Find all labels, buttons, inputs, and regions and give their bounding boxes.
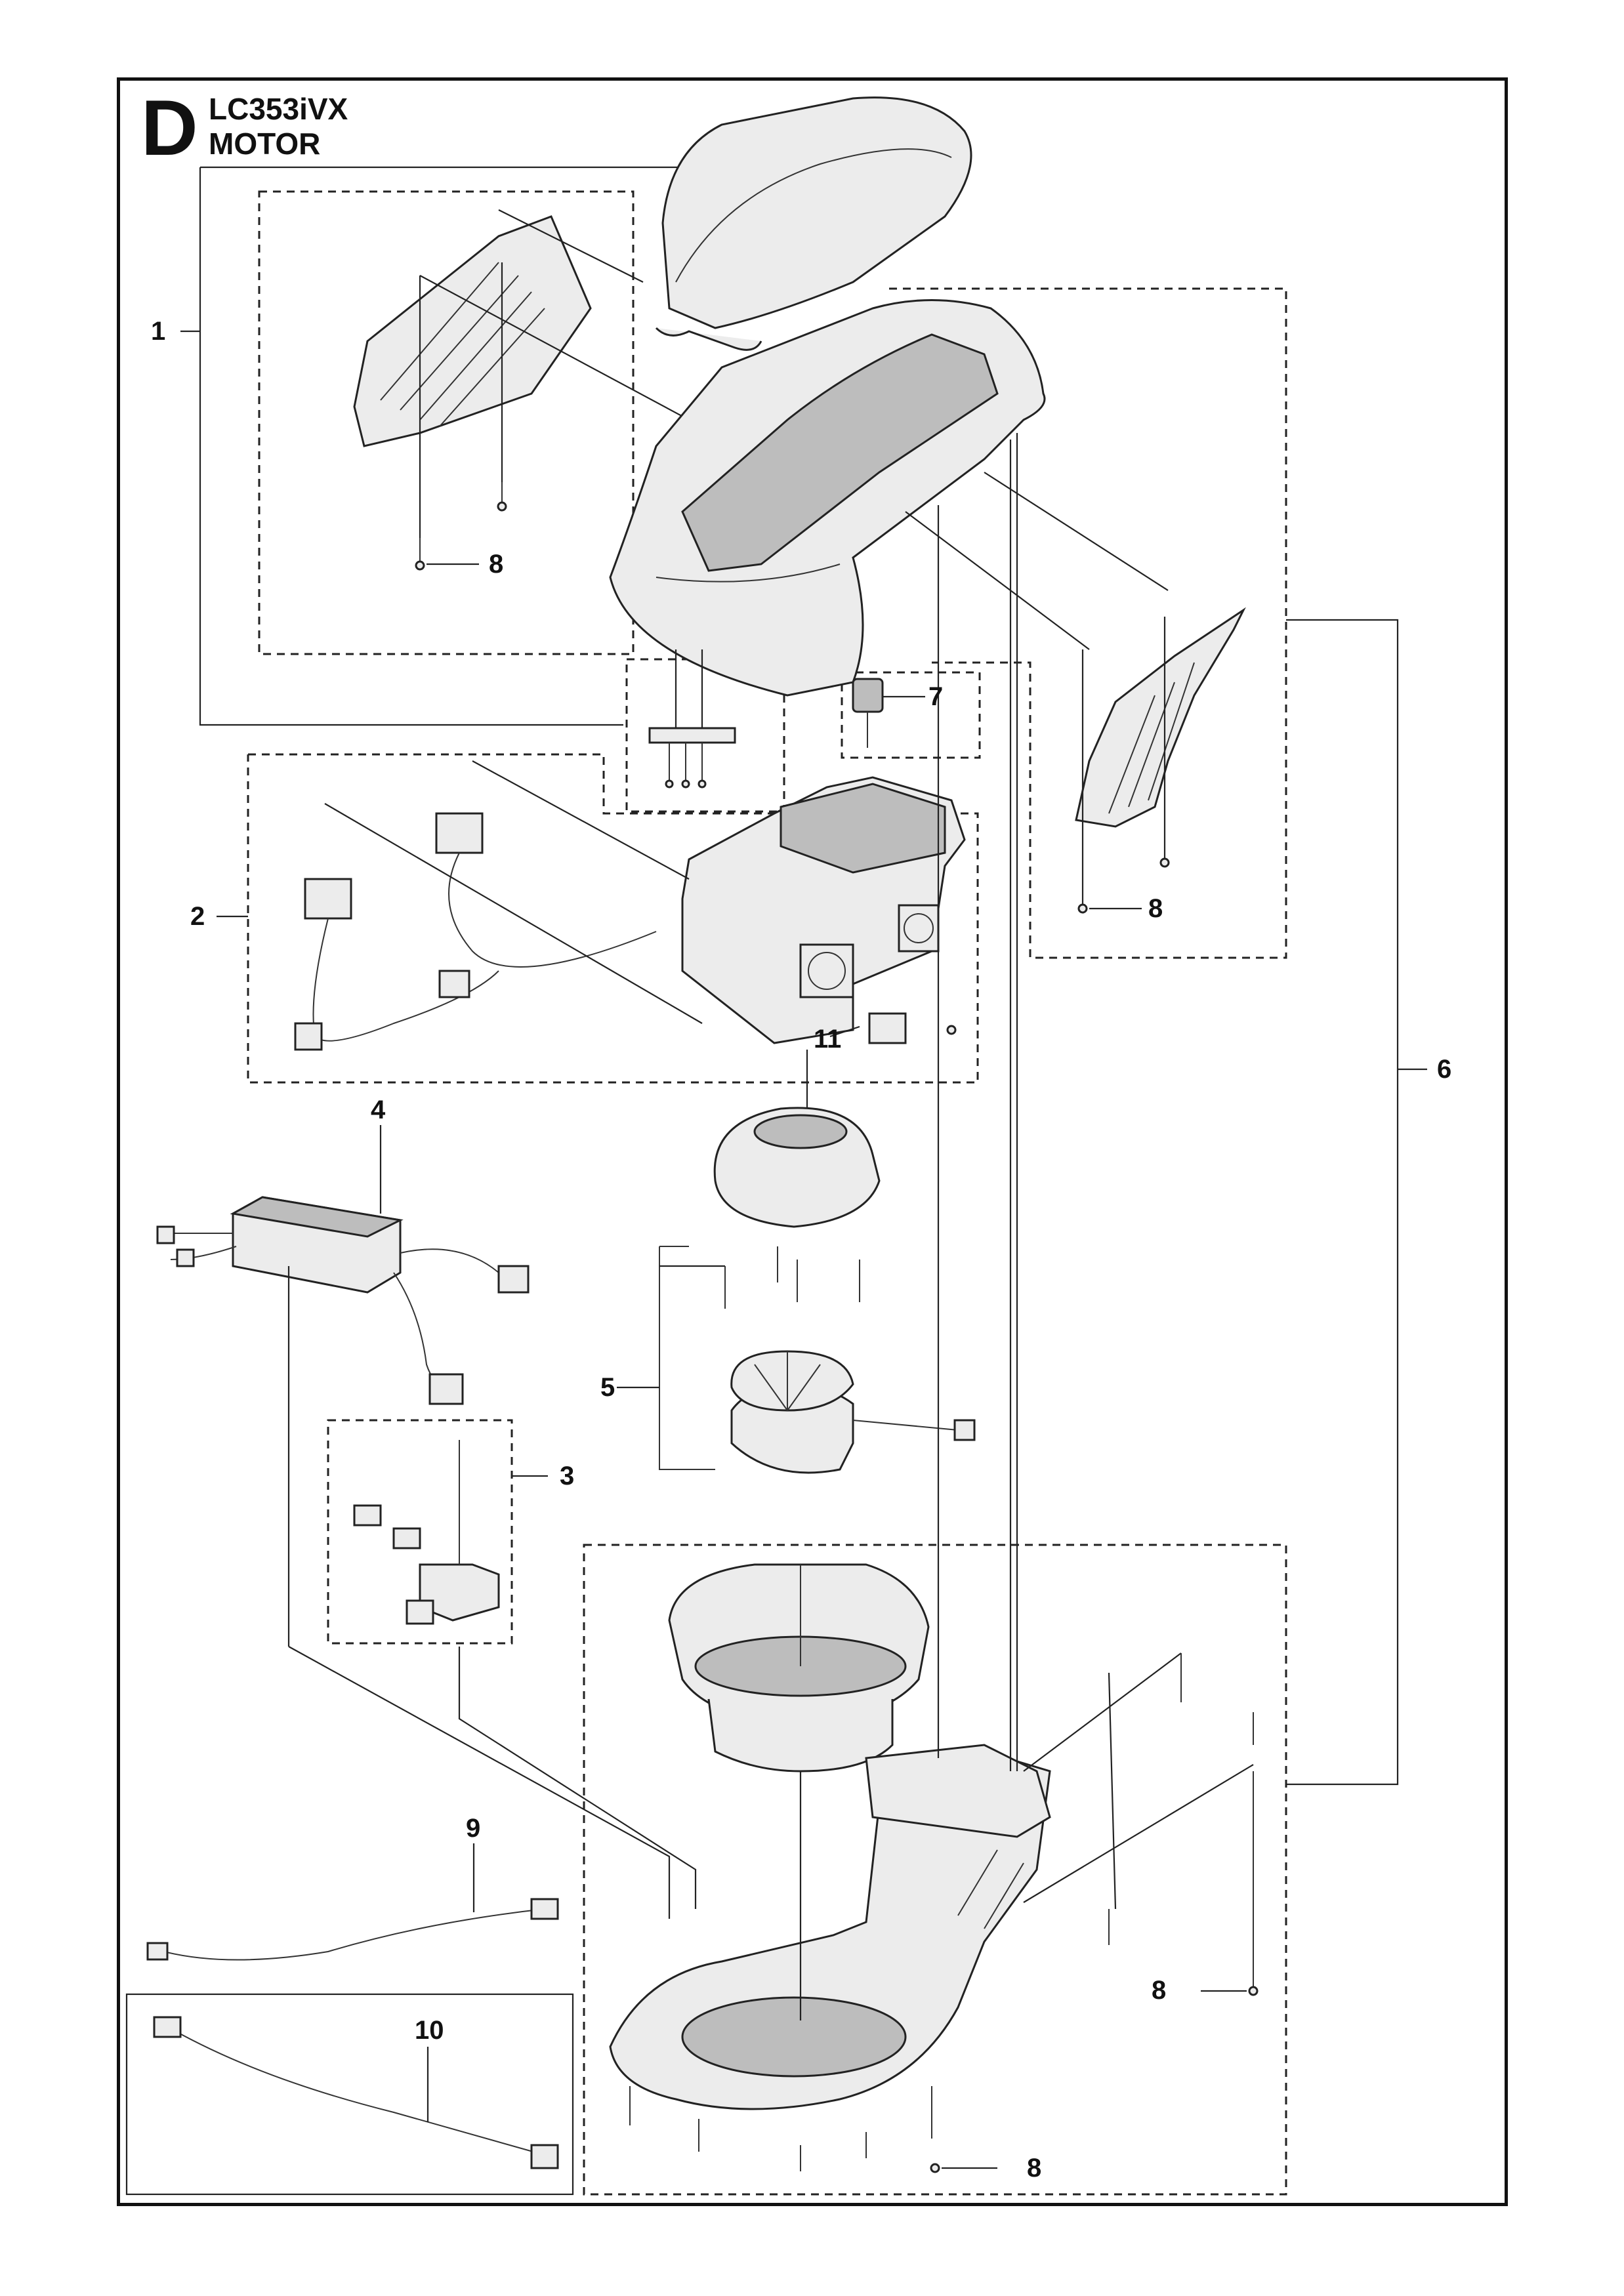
assembly-guide-lines	[799, 433, 1254, 2020]
group-box-10	[125, 1993, 574, 2196]
side-cover-left	[353, 209, 690, 571]
electronics-housing	[681, 776, 966, 1044]
controller-box	[156, 1125, 671, 1919]
clip-parts	[648, 649, 736, 789]
top-housing	[609, 299, 1046, 697]
group-box-2	[217, 753, 979, 1084]
callout-8-top-left: 8	[489, 550, 503, 579]
callout-5: 5	[600, 1373, 615, 1402]
group-name: MOTOR	[209, 127, 321, 161]
callout-7: 7	[928, 682, 943, 711]
section-letter: D	[141, 84, 198, 172]
callout-11: 11	[814, 1025, 841, 1054]
callout-2: 2	[190, 902, 205, 931]
diagram-frame	[117, 77, 1508, 2206]
group-box-1	[180, 166, 722, 726]
lower-base	[609, 1744, 1051, 2110]
cable-10	[153, 2016, 559, 2169]
plug-part-7	[852, 678, 925, 748]
motor-cap	[617, 1107, 881, 1470]
group-box-clips	[625, 658, 785, 813]
side-cover-right	[905, 472, 1246, 914]
small-module	[353, 1440, 697, 1909]
callout-10: 10	[415, 2016, 444, 2045]
motor-screws	[724, 1246, 860, 1309]
callout-8-lower-right: 8	[1152, 1976, 1166, 2005]
callout-4: 4	[371, 1096, 386, 1124]
base-screws	[629, 1653, 1259, 2173]
callout-8-right: 8	[1148, 894, 1163, 923]
callout-3: 3	[560, 1462, 574, 1490]
callout-1: 1	[151, 317, 165, 346]
fan-housing	[668, 1563, 930, 1773]
group-box-7	[841, 671, 981, 759]
callout-6: 6	[1437, 1055, 1451, 1084]
wiring-harness	[294, 760, 703, 1051]
model-name: LC353iVX	[209, 92, 348, 126]
motor-unit	[730, 1350, 976, 1474]
callout-9: 9	[466, 1814, 480, 1843]
group-box-3	[327, 1419, 548, 1645]
top-cap	[655, 96, 972, 351]
group-box-8-lower	[583, 1544, 1287, 2196]
cable-9	[146, 1843, 559, 1961]
group-box-6	[889, 287, 1427, 1786]
callout-8-bottom: 8	[1027, 2154, 1041, 2183]
